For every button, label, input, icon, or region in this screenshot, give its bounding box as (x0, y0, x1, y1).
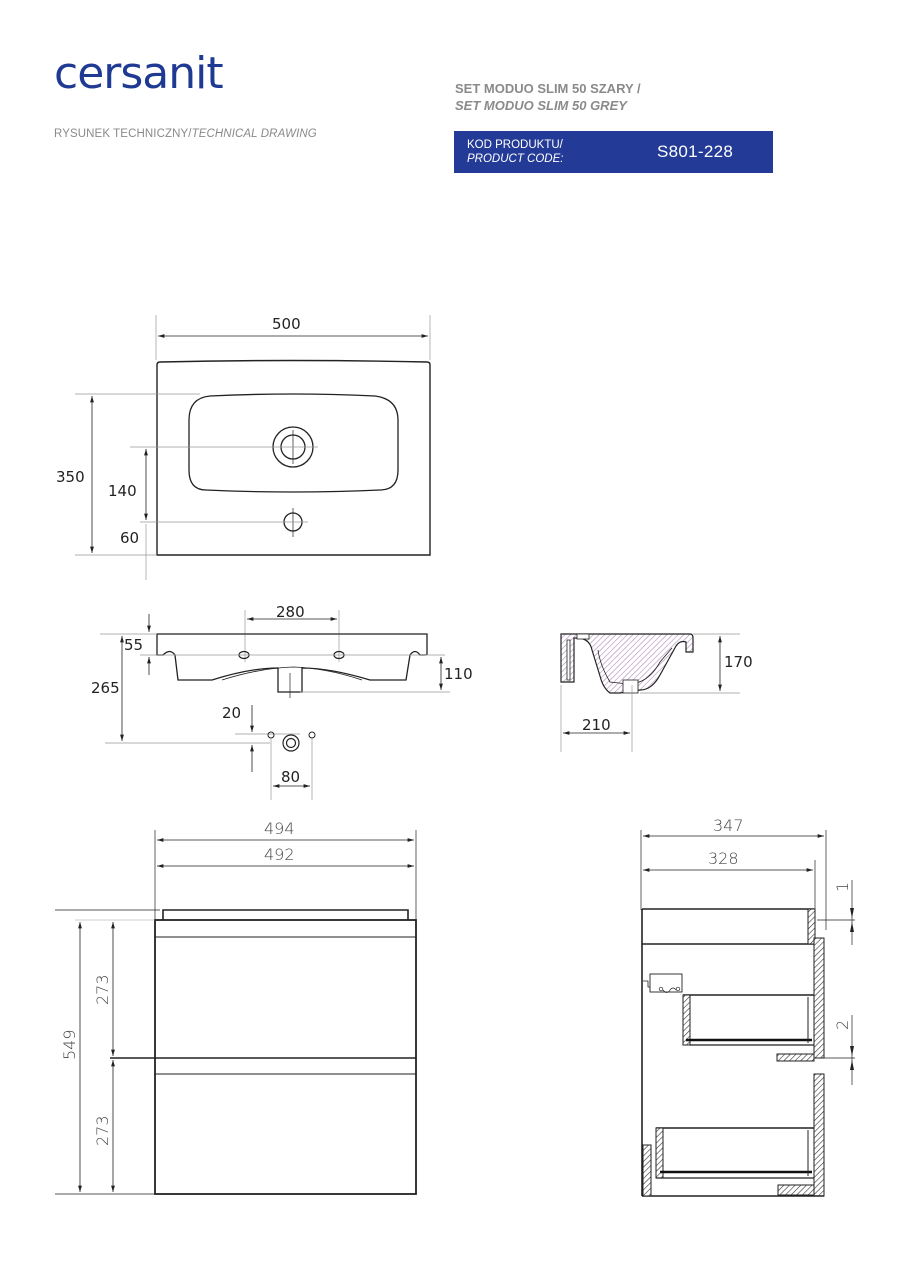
document-subtitle: RYSUNEK TECHNICZNY/TECHNICAL DRAWING (54, 128, 317, 140)
dim-drain-offset: 140 (108, 482, 137, 500)
basin-front-view: 280 55 110 265 20 80 (91, 603, 473, 800)
subtitle-en: TECHNICAL DRAWING (191, 128, 317, 140)
product-code-box: KOD PRODUKTU/ PRODUCT CODE: S801-228 (454, 131, 773, 173)
code-label-pl: KOD PRODUKTU/ (467, 139, 563, 151)
basin-side-section: 170 210 (560, 633, 753, 752)
product-code-label: KOD PRODUKTU/ PRODUCT CODE: (467, 138, 563, 166)
dim-basin-depth: 350 (56, 468, 85, 486)
dim-cabinet-height: 549 (60, 1029, 79, 1060)
cabinet-front-view: 494 492 549 273 273 (55, 819, 417, 1195)
dim-bottom-drawer-height: 273 (93, 1115, 112, 1146)
dim-overflow-spacing: 280 (276, 603, 305, 621)
product-code-value: S801-228 (657, 142, 734, 161)
dim-gap-top: 1 (833, 882, 852, 892)
dim-outlet-offset: 20 (222, 704, 241, 722)
dim-rim-height: 55 (124, 636, 143, 654)
dim-drain-distance: 210 (582, 716, 611, 734)
product-title-pl: SET MODUO SLIM 50 SZARY / (455, 81, 641, 96)
dim-basin-width: 500 (272, 315, 301, 333)
dim-gap-middle: 2 (833, 1020, 852, 1030)
dim-top-drawer-height: 273 (93, 974, 112, 1005)
subtitle-pl: RYSUNEK TECHNICZNY/ (54, 128, 192, 140)
product-title: SET MODUO SLIM 50 SZARY / SET MODUO SLIM… (455, 80, 641, 114)
dim-tap-hole-offset: 60 (120, 529, 139, 547)
dim-cabinet-inner-width: 492 (264, 845, 295, 864)
dim-cabinet-outer-width: 494 (264, 819, 295, 838)
dim-section-height: 170 (724, 653, 753, 671)
product-title-en: SET MODUO SLIM 50 GREY (455, 98, 627, 113)
code-label-en: PRODUCT CODE: (467, 153, 564, 165)
dim-side-outer-depth: 347 (713, 816, 744, 835)
basin-top-view: 500 350 140 60 (56, 315, 431, 580)
dim-outlet-spacing: 80 (281, 768, 300, 786)
dim-side-inner-depth: 328 (708, 849, 739, 868)
dim-bowl-depth: 110 (444, 665, 473, 683)
cersanit-logo: cersanit (54, 48, 224, 99)
cabinet-side-view: 347 328 1 (640, 816, 855, 1197)
dim-total-height: 265 (91, 679, 120, 697)
